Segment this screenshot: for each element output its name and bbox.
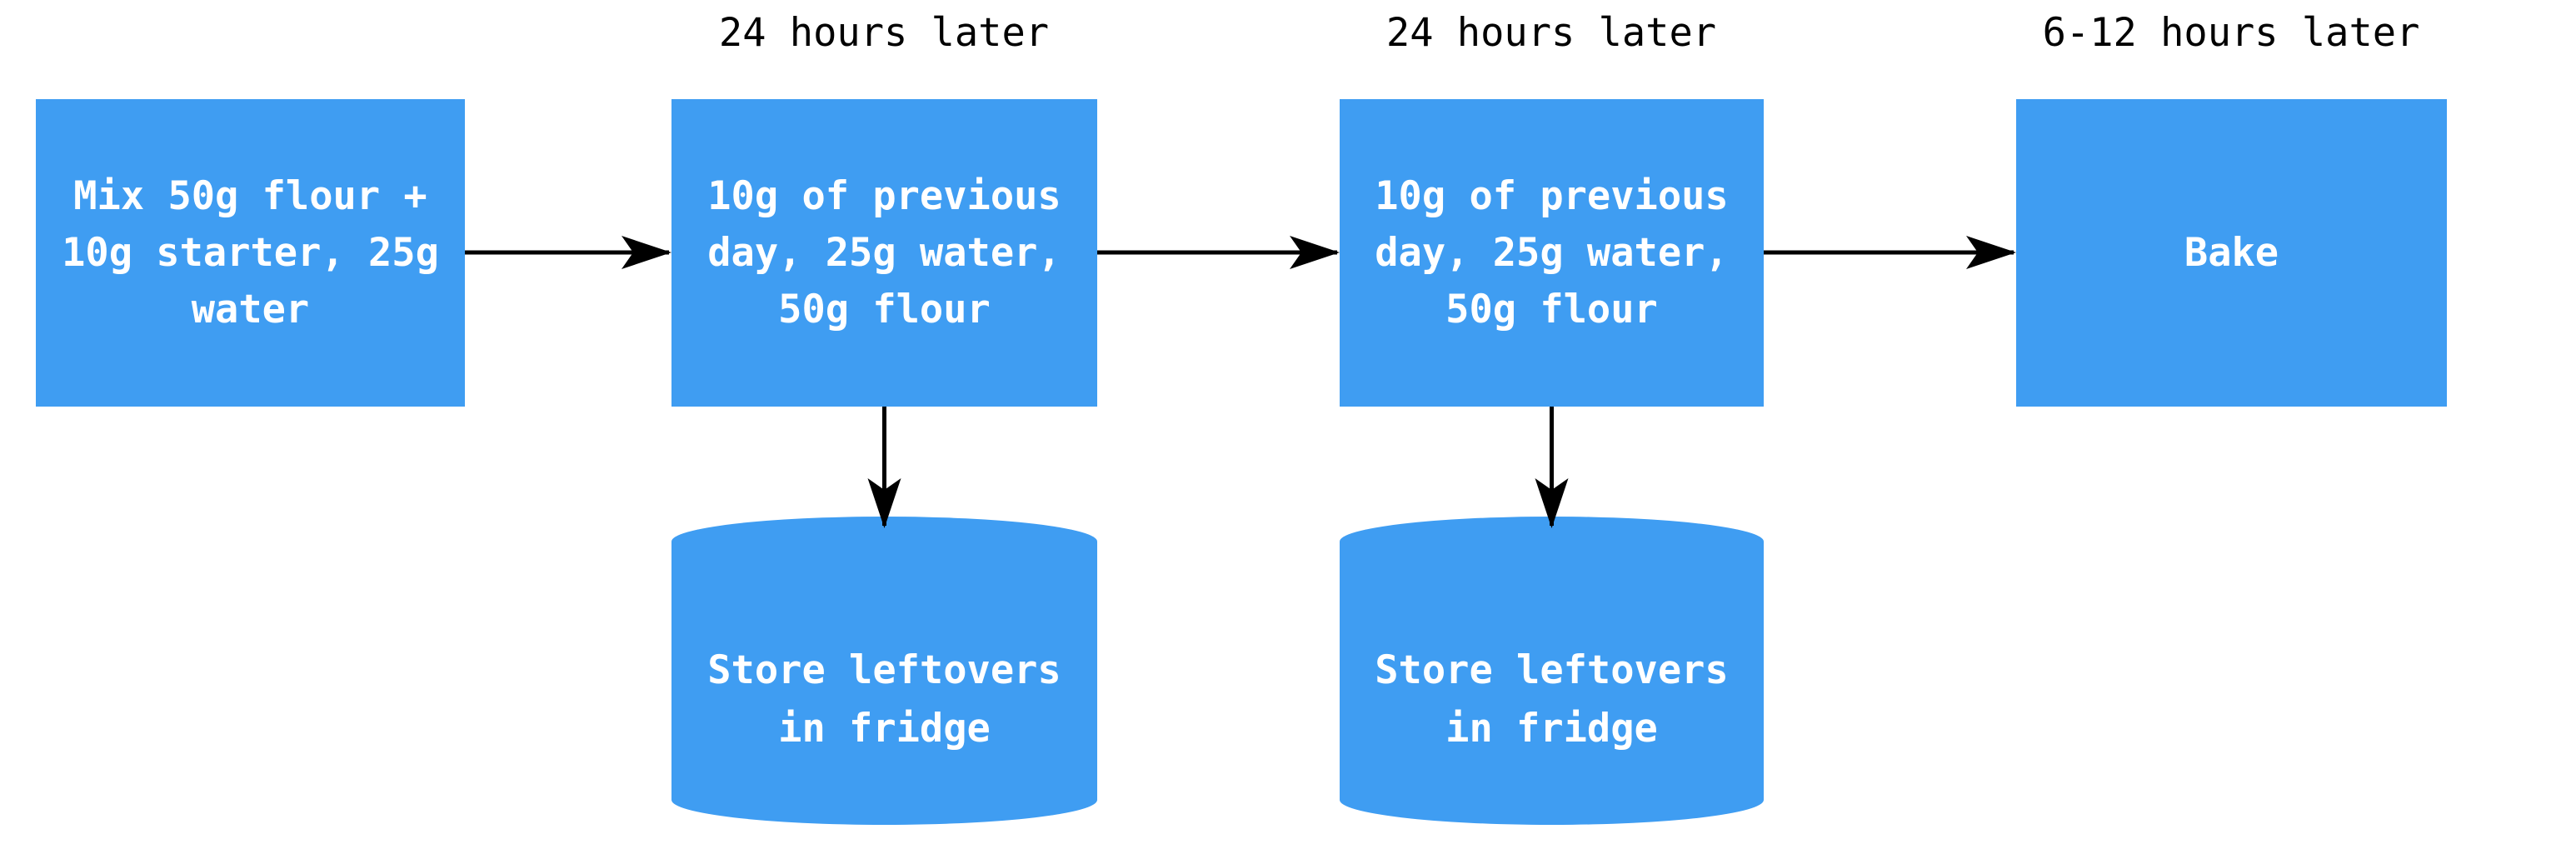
node-mix-starter: Mix 50g flour + 10g starter, 25g water xyxy=(36,99,465,407)
edge-label-24-hours-1: 24 hours later xyxy=(718,10,1050,56)
node-feed-day-2: 10g of previous day, 25g water, 50g flou… xyxy=(1340,99,1764,407)
node-store-leftovers-2-label: Store leftovers in fridge xyxy=(1375,647,1729,752)
node-bake: Bake xyxy=(2016,99,2447,407)
edge-label-6-12-hours: 6-12 hours later xyxy=(2042,10,2420,56)
node-store-leftovers-1-label: Store leftovers in fridge xyxy=(707,647,1061,752)
edge-label-24-hours-2: 24 hours later xyxy=(1385,10,1717,56)
cylinder-shape-icon xyxy=(1340,517,1764,825)
cylinder-shape-icon xyxy=(671,517,1097,825)
node-store-leftovers-2: Store leftovers in fridge xyxy=(1340,517,1764,825)
node-feed-day-1: 10g of previous day, 25g water, 50g flou… xyxy=(671,99,1097,407)
node-store-leftovers-1: Store leftovers in fridge xyxy=(671,517,1097,825)
